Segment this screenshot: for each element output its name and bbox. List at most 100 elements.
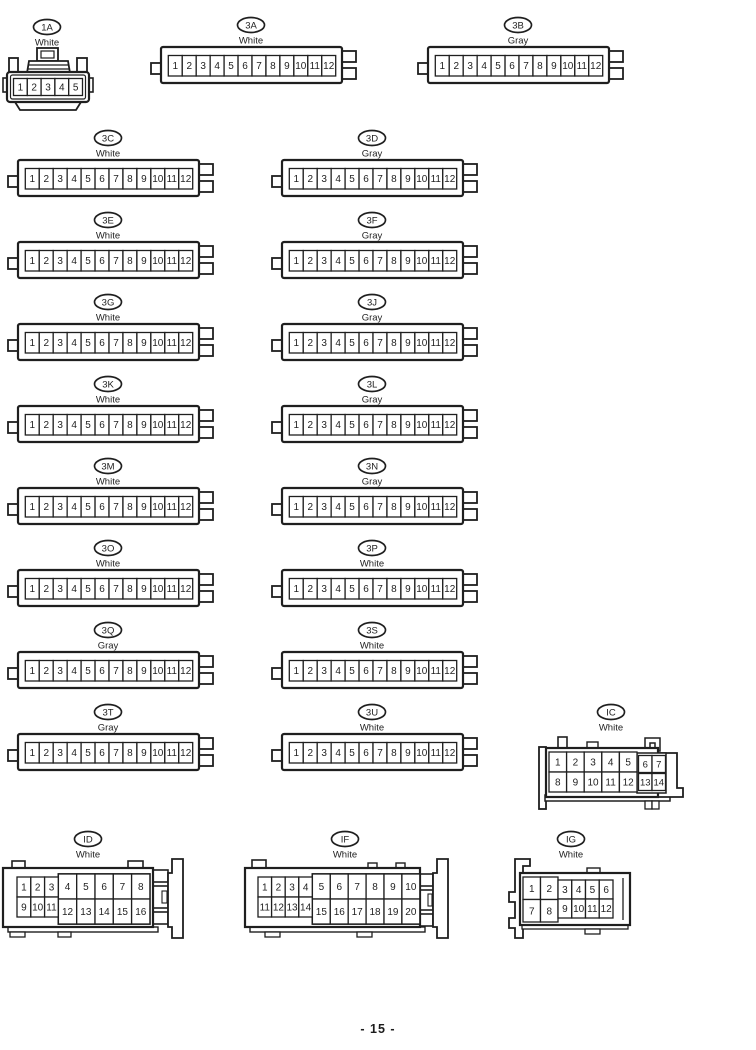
right-lock-tab [198, 327, 214, 340]
left-lock-tab [417, 62, 429, 75]
right-lock-tab [462, 344, 478, 357]
pin-number: 10 [152, 338, 164, 349]
pin-number: 7 [113, 666, 119, 677]
pin-number: 9 [405, 174, 411, 185]
pin-number: 1 [21, 883, 27, 894]
connector-id-label: 3B [512, 21, 524, 32]
left-lock-tab [7, 667, 19, 680]
right-lock-tab [462, 180, 478, 193]
pin-number: 6 [363, 748, 369, 759]
pin-number: 4 [214, 61, 220, 72]
pin-number: 1 [293, 584, 299, 595]
bottom-foot [9, 931, 26, 938]
pin-number: 8 [391, 256, 397, 267]
pin-number: 8 [270, 61, 276, 72]
pin-number: 9 [405, 584, 411, 595]
pin-number: 12 [444, 584, 456, 595]
pin-number: 3 [321, 666, 327, 677]
pin-number: 3 [321, 584, 327, 595]
pin-number: 3 [57, 338, 63, 349]
pin-number: 8 [138, 882, 144, 893]
connector-color-label: White [76, 850, 100, 861]
right-lock-tab [198, 491, 214, 504]
pin-number: 11 [167, 502, 178, 513]
pin-number: 3 [57, 584, 63, 595]
pin-number: 4 [335, 338, 341, 349]
right-lock-tab [198, 180, 214, 193]
connector-id-label: ID [83, 835, 93, 846]
pin-number: 9 [141, 256, 147, 267]
pin-number: 7 [354, 882, 360, 893]
pin-number: 6 [99, 338, 105, 349]
left-lock-tab [7, 421, 19, 434]
pin-number: 3 [321, 338, 327, 349]
connector-id-badge [357, 211, 387, 229]
pin-number: 8 [391, 420, 397, 431]
right-lock-tab [462, 245, 478, 258]
pin-number: 3 [289, 883, 295, 894]
pin-number: 2 [307, 174, 313, 185]
pin-cell [178, 495, 194, 518]
connector-color-label: Gray [98, 723, 119, 734]
connector-color-label: Gray [98, 641, 119, 652]
connector-color-label: White [360, 641, 384, 652]
pin-number: 2 [43, 420, 49, 431]
pin-number: 6 [99, 666, 105, 677]
pin-number: 7 [377, 666, 383, 677]
pin-number: 7 [113, 174, 119, 185]
connector-color-label: White [559, 850, 583, 861]
pin-cell [442, 249, 458, 272]
pin-number: 2 [546, 884, 552, 895]
pin-number: 10 [573, 904, 585, 915]
pin-number: 6 [643, 760, 648, 771]
pin-number: 4 [71, 338, 77, 349]
pin-number: 7 [377, 420, 383, 431]
pin-number: 6 [242, 61, 248, 72]
connector-color-label: White [96, 149, 120, 160]
right-lock-tab [462, 672, 478, 685]
connector-color-label: White [239, 36, 263, 47]
pin-number: 3 [590, 758, 596, 769]
pin-number: 12 [180, 584, 192, 595]
pin-number: 5 [349, 338, 355, 349]
pin-number: 14 [653, 778, 664, 789]
pin-number: 4 [335, 502, 341, 513]
connector-id-label: IC [606, 708, 616, 719]
pin-cell [178, 413, 194, 436]
pin-number: 10 [405, 882, 417, 893]
right-tab-detail [427, 893, 433, 907]
pin-number: 9 [405, 666, 411, 677]
pin-number: 5 [590, 885, 596, 896]
pin-number: 16 [135, 907, 147, 918]
pin-number: 4 [335, 420, 341, 431]
pin-cell [178, 331, 194, 354]
pin-number: 3 [57, 256, 63, 267]
left-lock-tab [271, 585, 283, 598]
connector-color-label: White [96, 313, 120, 324]
pin-number: 8 [391, 174, 397, 185]
connector-color-label: Gray [362, 313, 383, 324]
pin-number: 12 [444, 338, 456, 349]
pin-number: 8 [127, 256, 133, 267]
pin-number: 3 [467, 61, 473, 72]
connector-id-label: 3A [245, 21, 257, 32]
pin-number: 4 [335, 174, 341, 185]
pin-number: 9 [405, 420, 411, 431]
pin-cell [442, 659, 458, 682]
pin-number: 4 [71, 666, 77, 677]
connector-color-label: White [35, 38, 59, 49]
pin-number: 5 [349, 666, 355, 677]
pin-number: 11 [431, 420, 442, 431]
pin-number: 11 [167, 420, 178, 431]
left-lock-tab [7, 749, 19, 762]
pin-number: 1 [29, 174, 35, 185]
pin-number: 8 [127, 420, 133, 431]
pin-number: 7 [377, 748, 383, 759]
right-lock-tab [462, 590, 478, 603]
